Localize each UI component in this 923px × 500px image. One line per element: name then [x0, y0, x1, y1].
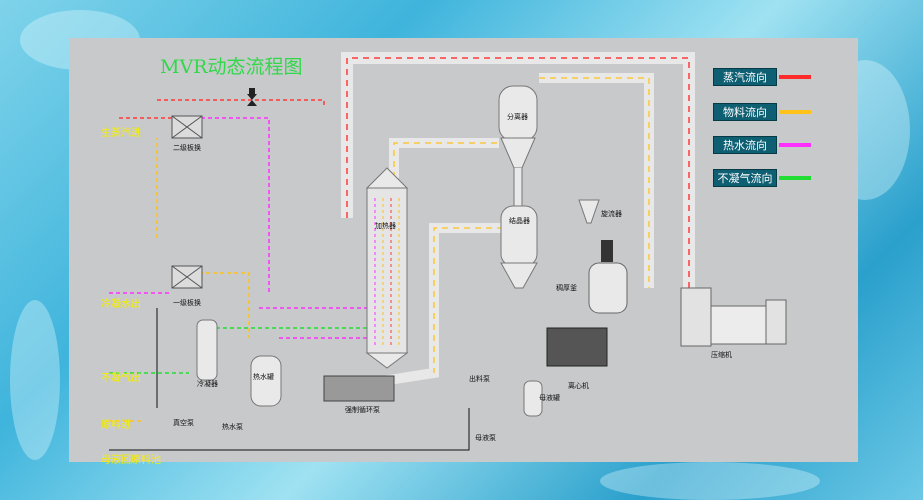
legend-steam-swatch: [779, 75, 811, 79]
label-noncondensable-out: 不凝气出: [101, 373, 141, 384]
legend-hotwater-button[interactable]: 热水流向: [713, 136, 777, 154]
legend-hotwater-swatch: [779, 143, 811, 147]
label-steam-in: 生蒸汽进: [101, 128, 141, 139]
valve-icon: [247, 88, 257, 106]
legend-noncondensable-button[interactable]: 不凝气流向: [713, 169, 777, 187]
diagram-title: MVR动态流程图: [160, 56, 303, 78]
legend-noncondensable-swatch: [779, 176, 811, 180]
thickener-tank: [588, 240, 628, 314]
label-mother-liquor-return: 母液回原料池: [101, 455, 161, 466]
label-forced-pump: 强制循环泵: [345, 406, 380, 414]
compressor: [680, 287, 787, 347]
mother-liquor-tank: [523, 380, 543, 417]
label-primary-plate: 一级板换: [173, 299, 201, 307]
label-separator: 分离器: [507, 113, 528, 121]
hot-water-tank: [250, 355, 282, 407]
separator-vessel: [498, 85, 538, 214]
label-vacuum-pump: 真空泵: [173, 419, 194, 427]
label-centrifuge: 离心机: [568, 382, 589, 390]
label-hot-water-pump: 热水泵: [222, 423, 243, 431]
process-panel: [69, 38, 858, 462]
label-crystallizer: 结晶器: [509, 217, 530, 225]
heater-vessel: [365, 167, 409, 369]
heater-separator-pipe: [368, 138, 514, 388]
crystallizer-vessel: [500, 205, 538, 289]
forced-circulation-pump: [323, 375, 395, 402]
label-mother-pump: 母液泵: [475, 434, 496, 442]
label-secondary-plate: 二级板换: [173, 144, 201, 152]
label-mother-tank: 母液罐: [539, 394, 560, 402]
left-piping: [109, 99, 470, 451]
label-heater: 加热器: [375, 222, 396, 230]
label-feed-in: 原料进: [101, 420, 131, 431]
label-condenser: 冷凝器: [197, 380, 218, 388]
process-diagram: [109, 52, 787, 451]
condenser-vessel: [196, 319, 218, 381]
label-hot-water-tank: 热水罐: [253, 373, 274, 381]
cyclone: [578, 199, 600, 224]
top-steam-pipe: [341, 52, 695, 288]
label-thickener: 稠厚釜: [556, 284, 577, 292]
plate-exchanger-secondary: [171, 115, 203, 139]
label-condensate-out: 冷凝水出: [101, 299, 141, 310]
label-discharge-pump: 出料泵: [469, 375, 490, 383]
legend-material-button[interactable]: 物料流向: [713, 103, 777, 121]
label-cyclone: 旋流器: [601, 210, 622, 218]
plate-exchanger-primary: [171, 265, 203, 289]
legend-steam-button[interactable]: 蒸汽流向: [713, 68, 777, 86]
centrifuge: [546, 327, 608, 367]
legend-material-swatch: [779, 110, 811, 114]
label-compressor: 压缩机: [711, 351, 732, 359]
